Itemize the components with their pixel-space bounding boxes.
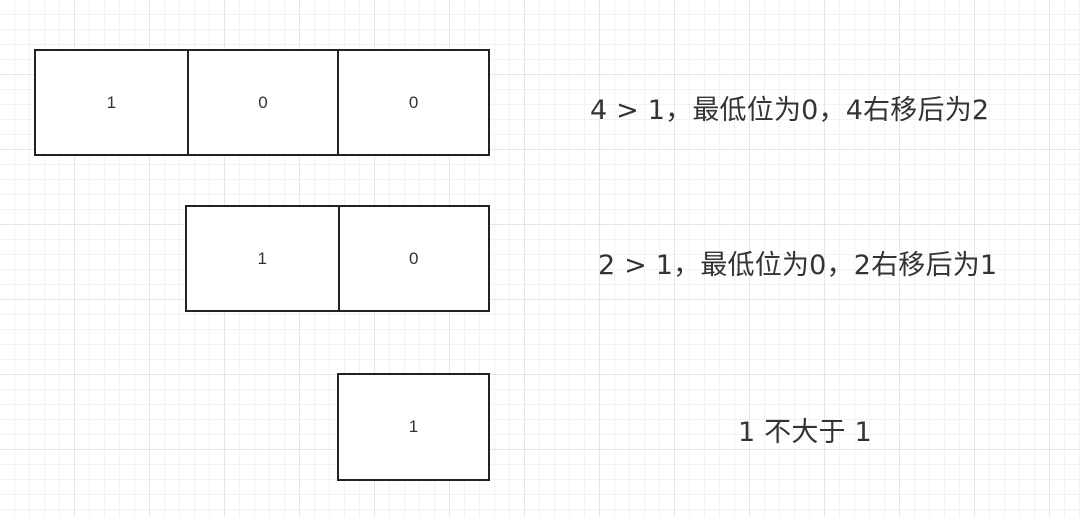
bit-cell: 0 xyxy=(186,51,338,154)
bit-row-step-3: 1 xyxy=(337,373,490,481)
bit-cell: 1 xyxy=(408,417,419,436)
bit-cell: 1 xyxy=(106,92,117,112)
step-1-note: 4 > 1，最低位为0，4右移后为2 xyxy=(590,95,990,126)
bit-cell: 1 xyxy=(257,248,267,268)
bit-cell: 0 xyxy=(337,51,488,154)
bit-row-step-1: 1 0 0 xyxy=(34,49,490,156)
bit-row-step-2: 1 0 xyxy=(185,205,490,312)
step-2-note: 2 > 1，最低位为0，2右移后为1 xyxy=(598,250,998,281)
bit-cell: 0 xyxy=(337,207,489,310)
step-3-note: 1 不大于 1 xyxy=(738,417,872,448)
